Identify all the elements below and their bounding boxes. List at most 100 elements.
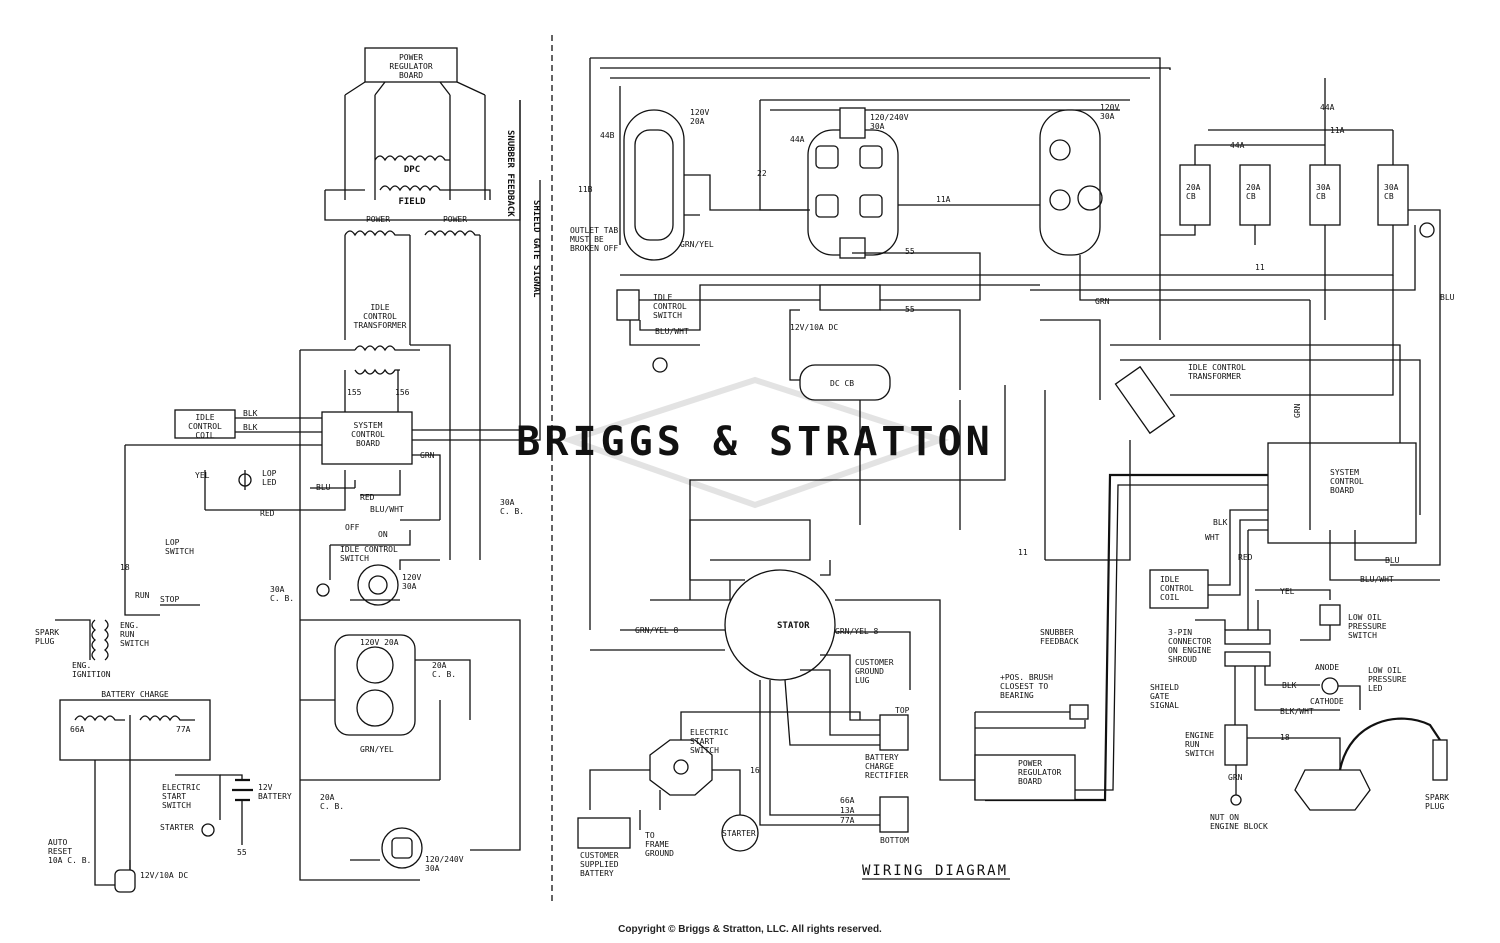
grn-yel-label-right: GRN/YEL bbox=[680, 240, 714, 249]
dpc-label: DPC bbox=[404, 165, 420, 175]
wire-55-label-2: 55 bbox=[905, 305, 915, 314]
grn-label-right-2: GRN bbox=[1293, 403, 1302, 418]
blk-label-right-2: BLK bbox=[1282, 681, 1297, 690]
wire-16-label: 16 bbox=[750, 766, 760, 775]
wire-44a-label-3: 44A bbox=[1230, 141, 1245, 150]
blu-label-right-2: BLU bbox=[1440, 293, 1455, 302]
red-label-right: RED bbox=[1238, 553, 1253, 562]
wire-11-label-right: 11 bbox=[1255, 263, 1265, 272]
battery-charge-label: BATTERY CHARGE bbox=[101, 690, 169, 699]
idle-control-switch-right bbox=[616, 289, 640, 321]
starter-label-left: STARTER bbox=[160, 823, 194, 832]
power-label-2: POWER bbox=[443, 215, 467, 224]
blu-label-left: BLU bbox=[316, 483, 331, 492]
customer-supplied-battery bbox=[577, 817, 631, 849]
watermark-text: BRIGGS & STRATTON bbox=[516, 419, 993, 465]
off-label: OFF bbox=[345, 523, 360, 532]
grn-label-right-3: GRN bbox=[1228, 773, 1243, 782]
dc-12v-10a-right bbox=[819, 284, 881, 311]
starter-icon-right bbox=[721, 814, 759, 852]
cb-20a-right-1 bbox=[1179, 164, 1211, 226]
dc-cb-label: DC CB bbox=[830, 379, 854, 388]
shield-gate-signal-label-left: SHIELD GATE SIGNAL bbox=[531, 200, 541, 298]
ground-nut-icon bbox=[1230, 794, 1242, 806]
field-label: FIELD bbox=[398, 197, 426, 207]
dc-12v-10a-label-left: 12V/10A DC bbox=[140, 871, 188, 880]
dc-12v-10a-left bbox=[114, 869, 136, 893]
red-label-left: RED bbox=[360, 493, 375, 502]
anode-label: ANODE bbox=[1315, 663, 1339, 672]
grn-yel-8-label-a: GRN/YEL 8 bbox=[635, 626, 679, 635]
ignition-module bbox=[1294, 769, 1371, 811]
receptacle-120v-30a-left bbox=[357, 564, 399, 606]
wire-155-label: 155 bbox=[347, 388, 362, 397]
stator-right bbox=[724, 569, 836, 681]
wire-11a-label-1: 11A bbox=[936, 195, 951, 204]
top-label: TOP bbox=[895, 706, 910, 715]
marker-a-right bbox=[1419, 222, 1435, 238]
wire-11b-label: 11B bbox=[578, 185, 593, 194]
cb-marker-a-left bbox=[316, 583, 330, 597]
idle-control-coil-box-left bbox=[174, 409, 236, 439]
idle-control-coil-right bbox=[1149, 569, 1209, 609]
blu-label-right: BLU bbox=[1385, 556, 1400, 565]
grn-label-left: GRN bbox=[420, 451, 435, 460]
wire-66a-label-right: 66A bbox=[840, 796, 855, 805]
wire-77a-label: 77A bbox=[176, 725, 191, 734]
eng-ignition-label: ENG.IGNITION bbox=[72, 661, 111, 679]
system-control-board-box-left bbox=[321, 411, 413, 465]
receptacle-120v-30a-right bbox=[1039, 109, 1101, 256]
wire-18-label: 18 bbox=[120, 563, 130, 572]
three-pin-connector-bottom bbox=[1224, 651, 1271, 667]
grn-yel-8-label-b: GRN/YEL 8 bbox=[835, 627, 879, 636]
wire-44a-label: 44A bbox=[790, 135, 805, 144]
electric-start-switch-right bbox=[649, 739, 713, 796]
blu-wht-label-left: BLU/WHT bbox=[370, 505, 404, 514]
power-regulator-board-box bbox=[364, 47, 458, 83]
receptacle-120-240v-30a-right bbox=[807, 129, 899, 256]
cb-30a-right-2 bbox=[1377, 164, 1409, 226]
power-label-1: POWER bbox=[366, 215, 390, 224]
system-control-board-box-right bbox=[1267, 442, 1417, 544]
lop-led-icon bbox=[238, 473, 252, 487]
wire-77a-label-right: 77A bbox=[840, 816, 855, 825]
battery-charge-rectifier-top bbox=[879, 714, 909, 751]
dc-cb-right bbox=[799, 364, 891, 401]
receptacle-120v-20a-left bbox=[334, 634, 416, 736]
wire-22-label-1: 22 bbox=[757, 169, 767, 178]
wire-44a-label-2: 44A bbox=[1320, 103, 1335, 112]
spark-plug-right bbox=[1432, 739, 1448, 781]
yel-label-left: YEL bbox=[195, 471, 210, 480]
starter-icon-left bbox=[201, 823, 215, 837]
blk-wht-label-right: BLK/WHT bbox=[1280, 707, 1314, 716]
blu-wht-label-right: BLU/WHT bbox=[655, 327, 689, 336]
cathode-label: CATHODE bbox=[1310, 697, 1344, 706]
idle-control-transformer-right bbox=[1114, 365, 1176, 435]
wire-18-label-right: 18 bbox=[1280, 733, 1290, 742]
